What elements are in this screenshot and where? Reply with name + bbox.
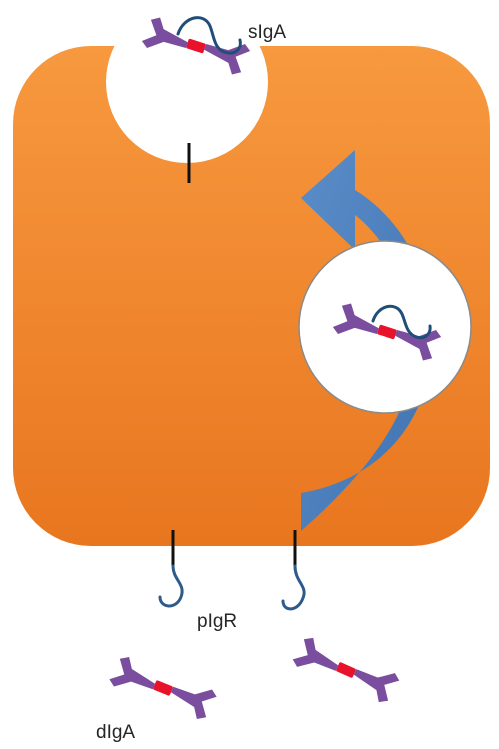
secretory-component-top — [176, 16, 242, 55]
digA-molecule-right-icon — [290, 632, 402, 708]
pigr-label: pIgR — [197, 611, 237, 632]
diga-label: dIgA — [96, 722, 135, 743]
pigr-receptor-right — [281, 564, 306, 611]
epithelial-cell — [13, 46, 490, 546]
apical-pocket — [106, 1, 268, 163]
secretory-component-vesicle — [371, 304, 432, 340]
pigr-receptor-left — [158, 564, 184, 608]
siga-label: sIgA — [248, 22, 286, 43]
digA-molecule-left-icon — [107, 652, 219, 724]
